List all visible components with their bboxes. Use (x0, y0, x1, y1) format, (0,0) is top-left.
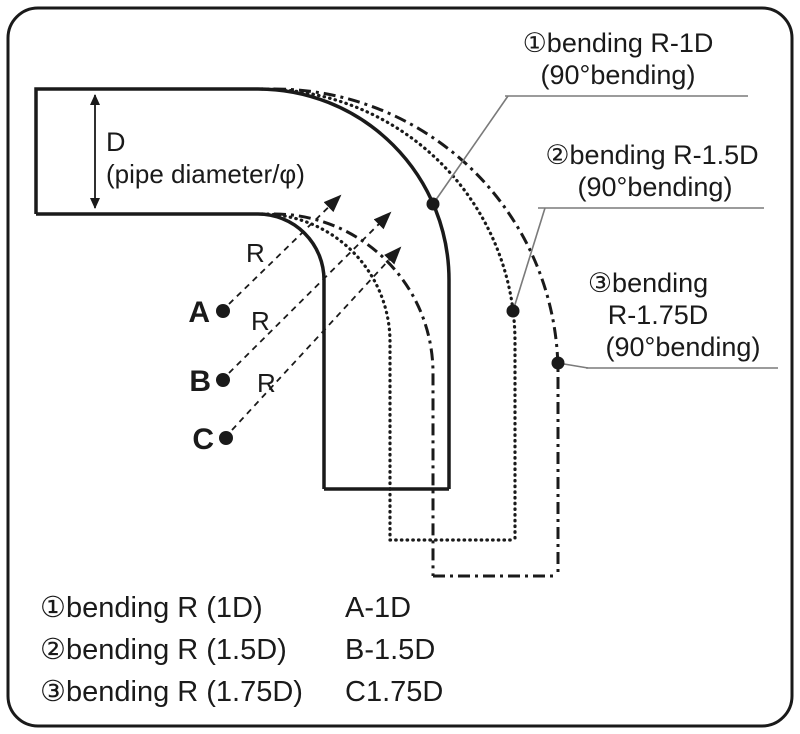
legend-row-1-code: A-1D (345, 592, 411, 624)
callout-3-line3: (90°bending) (606, 332, 761, 362)
callout-leader-2 (512, 207, 546, 312)
center-label-b: B (189, 365, 211, 398)
bend-center-a: A R (188, 194, 342, 329)
legend-row-1-name: ①bending R (1D) (40, 592, 263, 624)
callout-1-75d: ③bending R-1.75D (90°bending) (551, 268, 778, 370)
legend-row-3-code: C1.75D (345, 676, 443, 708)
radius-label-c: R (257, 368, 276, 398)
diameter-label: D (106, 127, 126, 157)
radius-label-a: R (246, 238, 265, 268)
pipe-1d (34, 87, 451, 491)
bend-center-c: C R (192, 246, 402, 456)
callout-2-line2: (90°bending) (578, 172, 733, 202)
pipe-1-5d-inner-wall (260, 212, 392, 542)
callout-dot-1 (426, 197, 440, 211)
pipe-1-5d (260, 87, 517, 542)
callout-1-line1: ①bending R-1D (523, 28, 714, 58)
pipe-1-5d-outer-wall (260, 87, 517, 542)
radius-label-b: R (251, 306, 270, 336)
center-point-b (216, 373, 230, 387)
radius-arrow-b (228, 211, 392, 374)
legend: ①bending R (1D) A-1D ②bending R (1.5D) B… (40, 592, 443, 708)
legend-row-2-code: B-1.5D (345, 634, 435, 666)
callout-3-line2: R-1.75D (608, 300, 709, 330)
callout-1-5d: ②bending R-1.5D (90°bending) (506, 140, 764, 318)
pipe-1d-inner-wall (36, 212, 326, 489)
callout-1d: ①bending R-1D (90°bending) (426, 28, 748, 211)
callout-leader-1 (432, 95, 509, 205)
bend-center-b: B R (189, 211, 392, 398)
callout-3-line1: ③bending (588, 268, 708, 298)
radius-arrow-a (228, 194, 342, 305)
center-label-c: C (192, 423, 214, 456)
center-point-a (216, 304, 230, 318)
callout-1-line2: (90°bending) (541, 60, 696, 90)
legend-row-2-name: ②bending R (1.5D) (40, 634, 287, 666)
pipe-1d-outer-wall (34, 87, 451, 489)
diameter-sublabel: (pipe diameter/φ) (106, 159, 305, 189)
callout-dot-2 (506, 304, 520, 318)
radius-arrow-c (231, 246, 402, 431)
callout-2-line1: ②bending R-1.5D (545, 140, 758, 170)
diameter-dimension: D (pipe diameter/φ) (90, 94, 305, 209)
diagram-border (6, 6, 794, 728)
pipe-1-75d-outer-wall (273, 87, 560, 576)
center-label-a: A (188, 296, 210, 329)
legend-row-3-name: ③bending R (1.75D) (40, 676, 303, 708)
callout-dot-3 (551, 356, 565, 370)
center-point-c (219, 431, 233, 445)
